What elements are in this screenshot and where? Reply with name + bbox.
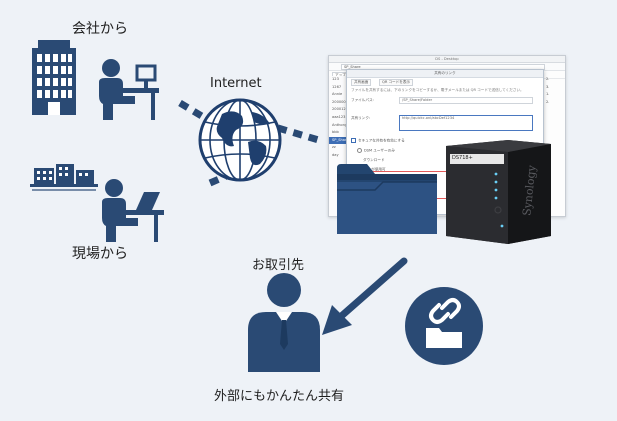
office-connection xyxy=(178,99,207,122)
file-row[interactable]: 2. xyxy=(546,99,550,104)
share-arrow-icon xyxy=(322,257,408,335)
secure-share-checkbox[interactable]: セキュアな共有を有効にする xyxy=(351,138,405,144)
shared-folder-icon xyxy=(337,164,437,234)
radio-icon xyxy=(357,148,362,153)
file-path-field[interactable]: /SP_Share/Folder xyxy=(399,97,533,104)
file-row[interactable]: 2. xyxy=(546,77,550,81)
office-label: 会社から xyxy=(72,21,128,37)
option-dsm-users[interactable]: DSM ユーザーのみ xyxy=(357,148,395,154)
sidebar-item[interactable]: Anthony xyxy=(332,122,348,127)
client-person-icon xyxy=(248,273,320,372)
sidebar-item[interactable]: 1267 xyxy=(332,84,342,89)
file-path-label: ファイルパス: xyxy=(351,98,374,102)
internet-label: Internet xyxy=(210,76,262,91)
secure-share-label: セキュアな共有を有効にする xyxy=(358,138,405,143)
sidebar-item-selected[interactable]: SP_Share xyxy=(329,136,357,145)
nas-model-label: DS718+ xyxy=(452,155,473,161)
field-worker-icon xyxy=(102,179,164,242)
office-building-icon xyxy=(32,40,76,115)
file-row[interactable]: 1. xyxy=(546,92,550,97)
dialog-title: 共有のリンク xyxy=(347,70,543,78)
sidebar-item[interactable]: bbb xyxy=(332,130,339,135)
sidebar-item[interactable]: Annie xyxy=(332,92,343,97)
tab-share[interactable]: 共有画面 xyxy=(351,79,372,86)
sidebar-item[interactable]: 123 xyxy=(332,77,339,81)
file-row[interactable]: 3. xyxy=(546,84,550,89)
office-worker-icon xyxy=(99,59,159,120)
field-site-icon xyxy=(30,164,98,191)
dialog-notice: ファイルを共有するには、下のリンクをコピーするか、電子メールまたは QR コード… xyxy=(351,88,524,92)
caption-label: 外部にもかんたん共有 xyxy=(214,389,345,404)
file-list: 2. 3. 1. 2. xyxy=(543,76,565,216)
field-label: 現場から xyxy=(72,246,128,262)
sidebar-item[interactable]: aaa123 xyxy=(332,114,346,119)
sidebar-item[interactable]: 200000 xyxy=(332,99,346,104)
nas-device: DS718+ Synology xyxy=(446,140,551,244)
option-label: 誰もが使用可 xyxy=(364,167,386,172)
option-download[interactable]: ダウンロード xyxy=(363,158,385,163)
share-link-label: 共有リンク: xyxy=(351,116,371,120)
sidebar-item[interactable]: 2000123 xyxy=(332,107,349,112)
share-link-field[interactable]: http://quickc.onl/abcDef1234 xyxy=(399,115,533,131)
option-label: ダウンロード xyxy=(363,158,385,162)
option-label: DSM ユーザーのみ xyxy=(364,148,395,153)
nas-connection xyxy=(277,124,323,145)
client-label: お取引先 xyxy=(252,258,305,273)
sidebar-item[interactable]: day xyxy=(332,152,339,157)
globe-icon xyxy=(198,98,282,182)
checkbox-icon xyxy=(351,138,356,143)
window-title: DS - Desktop xyxy=(329,56,565,63)
nas-icon xyxy=(446,140,551,244)
link-folder-badge-icon xyxy=(405,287,483,365)
tab-qr-code[interactable]: QR コードを表示 xyxy=(379,79,414,86)
sidebar-item[interactable]: zz xyxy=(332,145,336,150)
